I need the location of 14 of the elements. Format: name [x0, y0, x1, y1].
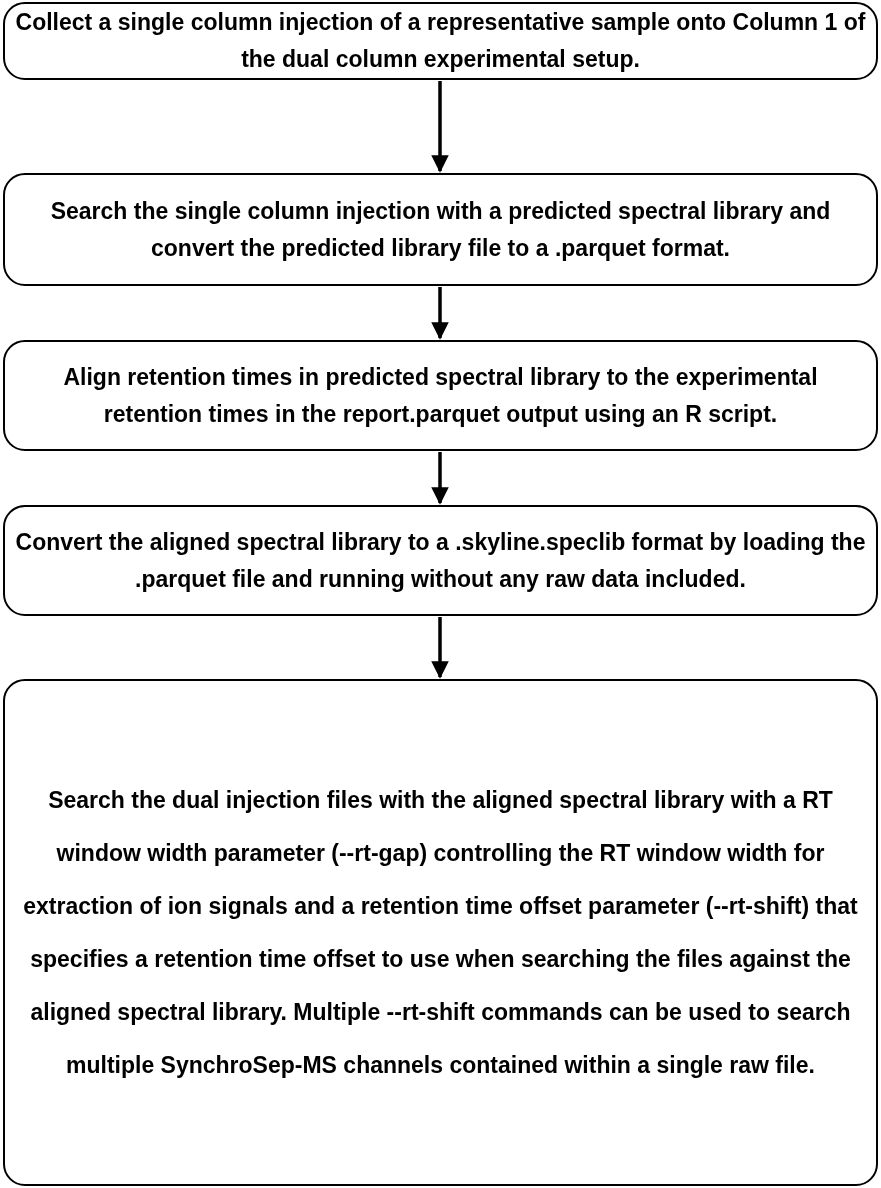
- process-box: [3, 340, 878, 451]
- step-text: Search the single column injection with a predicted spectral library and convert the predicted library file to a .parquet format.: [49, 196, 832, 263]
- step-text: Convert the aligned spectral library to a .skyline.speclib format by loading the .parquet file and running without any raw data included.: [15, 527, 866, 594]
- process-box: [3, 2, 878, 80]
- arrow: [431, 81, 449, 173]
- step-text: Align retention times in predicted spectral library to the experimental retention times in the report.parquet output using an R script.: [62, 362, 819, 429]
- step-text: Collect a single column injection of a representative sample onto Column 1 of the dual column experimental setup.: [15, 8, 866, 74]
- arrow: [431, 617, 449, 679]
- step-text: Search the dual injection files with the aligned spectral library with a RT window width parameter (--rt-gap) controlling the RT window width for extraction of ion signals and a retention time offset parameter (--rt-shift) that specifies a retention time offset to use when searching the files against the aligned spectral library. Multiple --rt-shift commands can be used to search multiple SynchroSep-MS channels contained within a single raw file.: [22, 785, 859, 1080]
- arrow: [431, 287, 449, 340]
- process-box: [3, 505, 878, 616]
- arrow: [431, 452, 449, 505]
- process-box: [3, 173, 878, 286]
- process-box: [3, 679, 878, 1186]
